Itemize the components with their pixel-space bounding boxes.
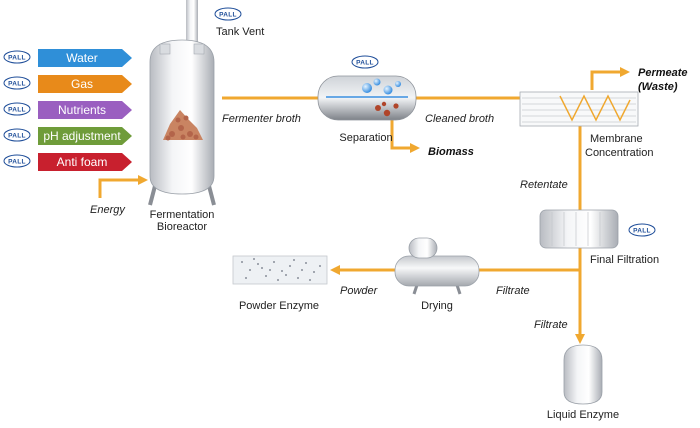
label-tank-vent: Tank Vent [216, 26, 264, 38]
label-cleaned-broth: Cleaned broth [425, 113, 494, 125]
filter-cartridge [539, 209, 619, 249]
svg-text:PALL: PALL [8, 55, 26, 62]
dryer-vessel [394, 255, 480, 287]
label-powder: Powder [340, 285, 379, 297]
input-water: Water [38, 49, 132, 67]
label-nutrients: Nutrients [58, 103, 106, 117]
label-drying: Drying [421, 300, 453, 312]
arrowhead-permeate [620, 67, 630, 77]
arrowhead-biomass [410, 143, 420, 153]
label-separation: Separation [339, 132, 392, 144]
arrow-water [38, 49, 132, 67]
flow-permeate-line [590, 70, 622, 90]
arrow-ph [38, 127, 132, 145]
label-liquid-enzyme: Liquid Enzyme [547, 409, 619, 421]
svg-text:PALL: PALL [8, 159, 26, 166]
input-antifoam: Anti foam [38, 153, 132, 171]
label-retentate: Retentate [520, 179, 568, 191]
flow-energy-line [98, 178, 140, 198]
arrowhead-energy [138, 175, 148, 185]
label-filtrate-drying: Filtrate [496, 285, 530, 297]
bubble-icon [362, 83, 372, 93]
separation-unit [317, 75, 417, 121]
svg-text:PALL: PALL [356, 60, 374, 67]
label-fermenter-broth: Fermenter broth [222, 113, 301, 125]
svg-text:PALL: PALL [8, 81, 26, 88]
drying-unit [394, 237, 480, 295]
arrow-nutrients [38, 101, 132, 119]
biomass-pile-icon [163, 110, 203, 141]
arrowhead-liquid [575, 334, 585, 344]
liquid-enzyme-container [563, 344, 603, 405]
pall-logo-final-filtration: PALL [628, 223, 656, 237]
pall-logo-separation: PALL [351, 55, 379, 69]
label-ph: pH adjustment [43, 129, 121, 143]
label-powder-enzyme: Powder Enzyme [239, 300, 319, 312]
label-gas: Gas [71, 77, 93, 91]
label-bioreactor: Bioreactor [157, 221, 207, 233]
label-permeate: Permeate [638, 67, 688, 79]
label-membrane: Membrane [590, 133, 643, 145]
membrane-zigzag [559, 94, 631, 122]
arrow-gas [38, 75, 132, 93]
pall-logo-gas: PALL [3, 76, 31, 90]
tank-vent-pipe [186, 0, 198, 46]
label-fermentation: Fermentation [150, 209, 215, 221]
svg-text:PALL: PALL [633, 228, 651, 235]
input-nutrients: Nutrients [38, 101, 132, 119]
powder-dots-icon [241, 258, 321, 281]
label-concentration: Concentration [585, 147, 654, 159]
pall-logo-tank-vent: PALL [214, 7, 242, 21]
label-filtrate-liquid: Filtrate [534, 319, 568, 331]
svg-text:PALL: PALL [219, 12, 237, 19]
input-ph: pH adjustment [38, 127, 132, 145]
arrow-antifoam [38, 153, 132, 171]
pall-logo-water: PALL [3, 50, 31, 64]
flow-lines [98, 70, 622, 336]
input-arrows: Water Gas Nutrients pH adjustment Anti f… [38, 49, 132, 171]
flow-arrowheads [138, 67, 630, 344]
bubble-icon [373, 78, 381, 86]
membrane-module [519, 91, 639, 127]
pall-logo-ph: PALL [3, 128, 31, 142]
bubble-icon [383, 85, 393, 95]
final-filtration-unit [539, 209, 619, 249]
fermentation-bioreactor [148, 0, 216, 206]
flow-biomass-line [390, 118, 412, 150]
biomass-particles-icon [375, 101, 399, 117]
bubble-icon [395, 81, 401, 87]
label-energy: Energy [90, 204, 126, 216]
pall-logos: PALL PALL PALL PALL PALL PALL PALL PALL [3, 7, 656, 237]
arrowhead-powder [330, 265, 340, 275]
svg-text:PALL: PALL [8, 107, 26, 114]
label-antifoam: Anti foam [57, 155, 108, 169]
separator-vessel [317, 75, 417, 121]
label-biomass: Biomass [428, 146, 474, 158]
svg-text:PALL: PALL [8, 133, 26, 140]
label-final-filtration: Final Filtration [590, 254, 659, 266]
label-permeate-waste: (Waste) [638, 81, 678, 93]
powder-enzyme-tray [232, 255, 328, 285]
dryer-dome [408, 237, 438, 259]
label-water: Water [66, 51, 98, 65]
input-gas: Gas [38, 75, 132, 93]
pall-logo-antifoam: PALL [3, 154, 31, 168]
pall-logo-nutrients: PALL [3, 102, 31, 116]
